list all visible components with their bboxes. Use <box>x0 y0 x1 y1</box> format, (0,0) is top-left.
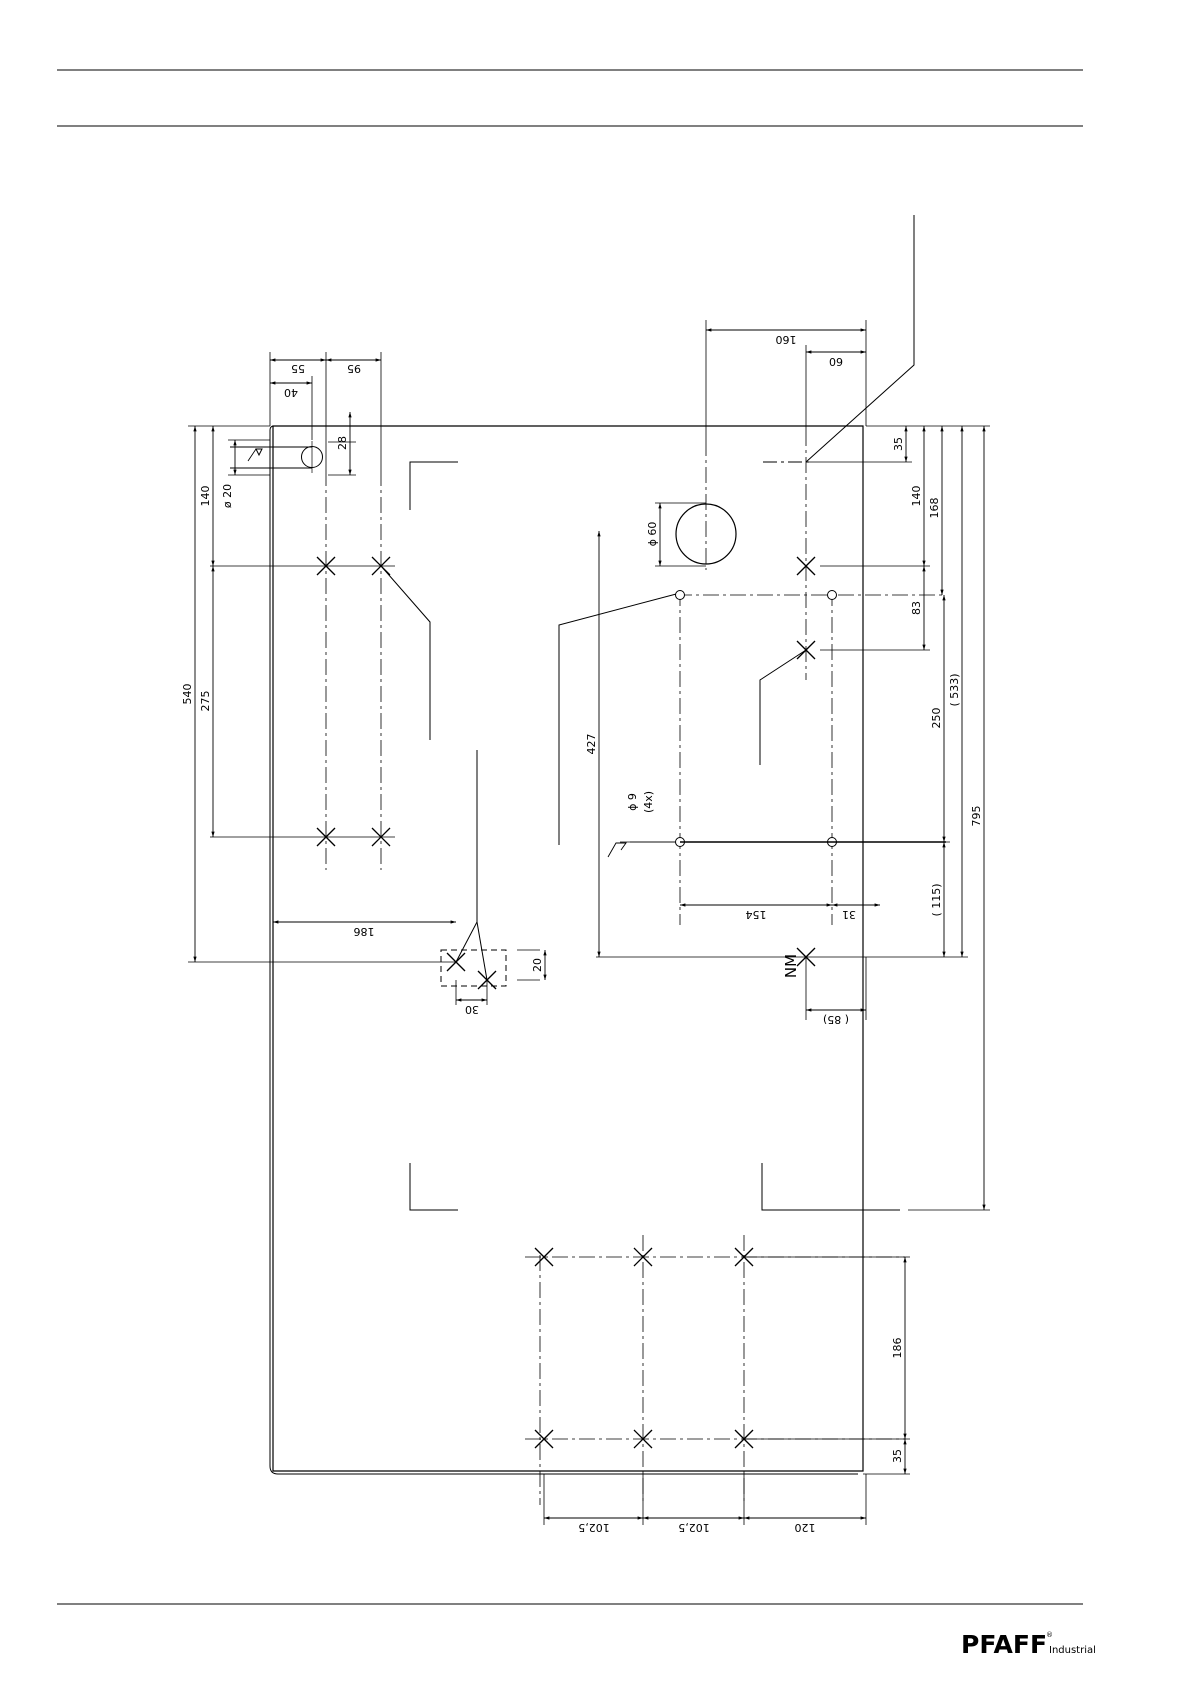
dim-140-left: 140 <box>199 486 212 507</box>
dim-60-dia: ϕ 60 <box>646 522 659 547</box>
dim-4x: (4x) <box>642 791 655 813</box>
table-outline <box>270 426 863 1474</box>
dim-186-bottom: 186 <box>891 1338 904 1359</box>
logo-registered: ® <box>1046 1631 1053 1639</box>
dim-250: 250 <box>930 708 943 729</box>
extension-lines <box>188 320 990 1525</box>
dim-83: 83 <box>910 601 923 615</box>
dim-30: 30 <box>465 1003 479 1016</box>
dim-20-small: 20 <box>531 958 544 972</box>
logo-brand: PFAFF <box>961 1630 1047 1659</box>
dim-168: 168 <box>928 498 941 519</box>
dim-120: 120 <box>795 1521 816 1534</box>
dim-28: 28 <box>336 436 349 450</box>
dim-115: ( 115) <box>930 883 943 916</box>
dim-9-dia: ϕ 9 <box>626 793 639 811</box>
dim-427: 427 <box>585 734 598 755</box>
nm-label: NM <box>782 954 800 978</box>
mounting-holes <box>676 591 837 847</box>
logo-industrial: Industrial <box>1049 1645 1096 1656</box>
dim-85: ( 85) <box>823 1013 849 1026</box>
dim-102-5-a: 102,5 <box>578 1521 610 1534</box>
dim-95: 95 <box>347 362 361 375</box>
dim-35-bottom: 35 <box>891 1449 904 1463</box>
dim-533: ( 533) <box>948 673 961 706</box>
center-lines <box>326 430 942 1505</box>
dim-160: 160 <box>776 333 797 346</box>
surface-symbol <box>608 843 626 857</box>
dim-275: 275 <box>199 691 212 712</box>
dim-20-dia: ø 20 <box>221 484 234 508</box>
dim-60-top: 60 <box>829 355 843 368</box>
dim-31: 31 <box>842 908 856 921</box>
hinge-slot <box>230 441 323 473</box>
dim-154: 154 <box>746 908 767 921</box>
dim-140-right: 140 <box>910 486 923 507</box>
dim-40: 40 <box>284 386 298 399</box>
dim-540: 540 <box>181 684 194 705</box>
screw-positions <box>317 557 815 1448</box>
dim-35-top: 35 <box>892 437 905 451</box>
dimension-lines <box>195 330 984 1518</box>
machine-corner-marks <box>410 462 900 1210</box>
pfaff-logo: PFAFF ® Industrial <box>961 1630 1096 1659</box>
dim-186-mid: 186 <box>354 925 375 938</box>
dim-102-5-b: 102,5 <box>678 1521 710 1534</box>
dim-795: 795 <box>970 806 983 827</box>
dim-55: 55 <box>291 362 305 375</box>
